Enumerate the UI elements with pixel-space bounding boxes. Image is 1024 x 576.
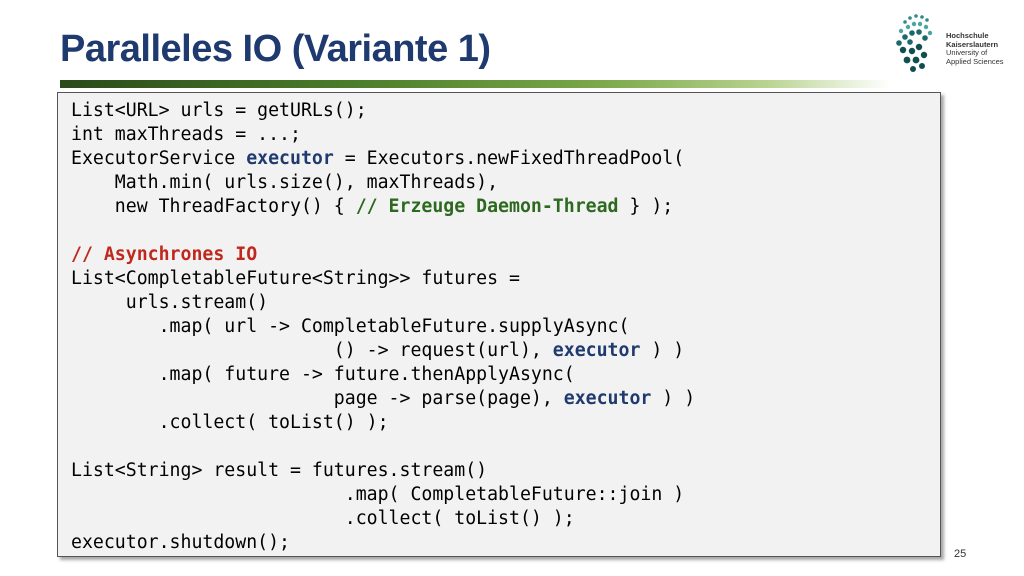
code-line-17: .map( CompletableFuture::join ) (71, 484, 685, 505)
code-text: = Executors.newFixedThreadPool( (333, 148, 685, 169)
code-line-1: List<URL> urls = getURLs(); (71, 100, 367, 121)
code-line-9: urls.stream() (71, 292, 269, 313)
code-keyword: executor (563, 388, 652, 409)
code-keyword: executor (246, 148, 334, 169)
code-line-10: .map( url -> CompletableFuture.supplyAsy… (71, 316, 630, 337)
code-line-11: () -> request(url), executor ) ) (71, 339, 695, 363)
code-line-16: List<String> result = futures.stream() (71, 460, 488, 481)
code-text: page -> parse(page), (71, 388, 564, 409)
code-line-15 (71, 435, 695, 459)
code-keyword: executor (552, 340, 641, 361)
page-number: 25 (954, 548, 967, 560)
code-line-6 (71, 219, 695, 243)
code-line-8: List<CompletableFuture<String>> futures … (71, 268, 520, 289)
logo-line-3: University of (946, 48, 988, 58)
code-listing: List<URL> urls = getURLs(); int maxThread… (71, 99, 695, 555)
code-text: new ThreadFactory() { (71, 196, 356, 217)
title-underline (60, 80, 890, 88)
code-comment: // Erzeuge Daemon-Thread (355, 196, 619, 217)
code-line-3: ExecutorService executor = Executors.new… (71, 147, 695, 171)
logo-line-2: Kaiserslautern (946, 39, 999, 49)
logo-line-1: Hochschule (946, 31, 989, 40)
slide-title: Paralleles IO (Variante 1) (60, 28, 491, 70)
university-logo-icon (896, 14, 933, 72)
code-line-14: .collect( toList() ); (71, 412, 389, 433)
code-line-7: // Asynchrones IO (71, 244, 258, 265)
logo-text: Hochschule Kaiserslautern University of … (946, 31, 1004, 66)
code-line-12: .map( future -> future.thenApplyAsync( (71, 364, 575, 385)
code-line-19: executor.shutdown(); (71, 532, 290, 553)
code-text: ) ) (640, 340, 685, 361)
logo-line-4: Applied Sciences (946, 56, 1004, 66)
code-text: } ); (618, 196, 674, 217)
code-line-5: new ThreadFactory() { // Erzeuge Daemon-… (71, 195, 695, 219)
code-line-13: page -> parse(page), executor ) ) (71, 387, 695, 411)
code-line-18: .collect( toList() ); (71, 508, 575, 529)
code-line-2: int maxThreads = ...; (71, 124, 301, 145)
code-line-4: Math.min( urls.size(), maxThreads), (71, 172, 499, 193)
code-text: () -> request(url), (71, 340, 553, 361)
code-text: ExecutorService (71, 148, 247, 169)
code-box: List<URL> urls = getURLs(); int maxThread… (57, 92, 941, 557)
code-text: ) ) (651, 388, 696, 409)
